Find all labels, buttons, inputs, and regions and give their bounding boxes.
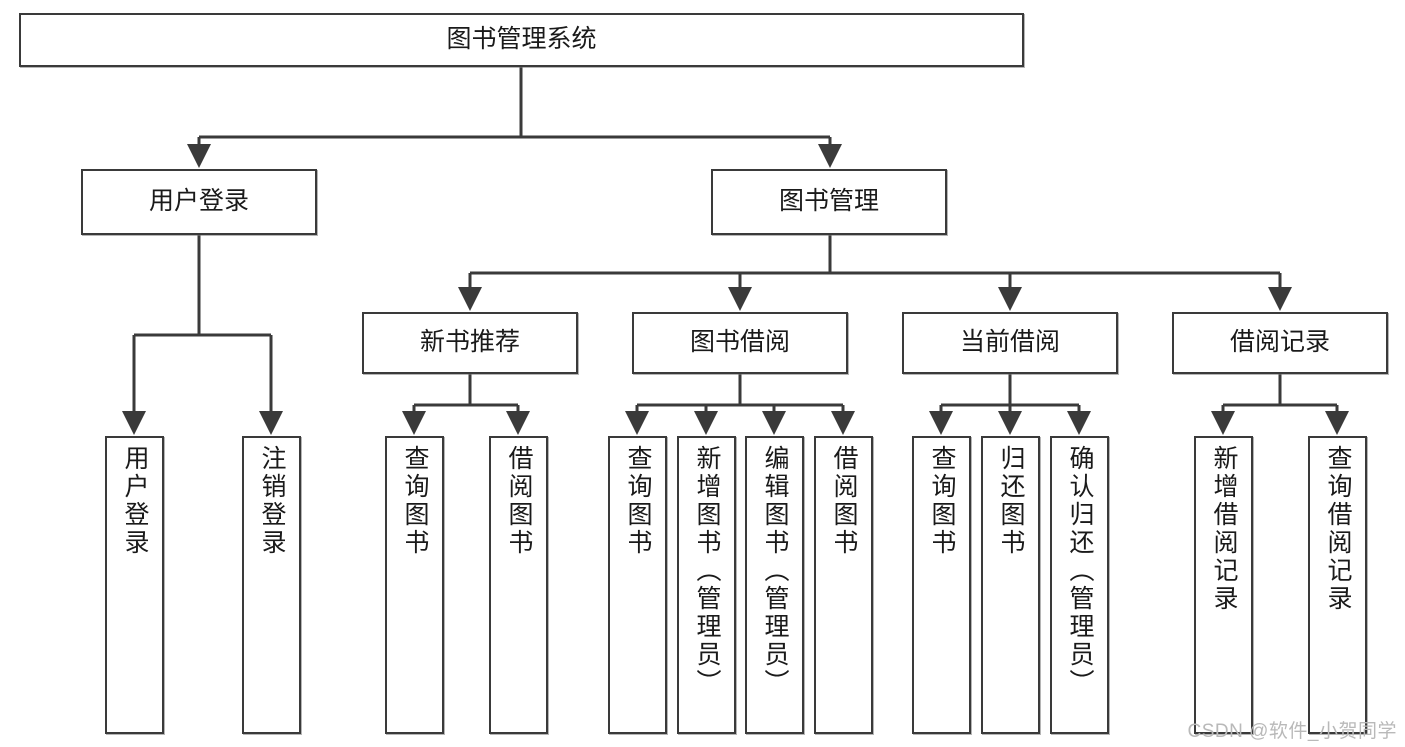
node-leaf-logout-login[interactable]: 注销登录 bbox=[242, 436, 301, 734]
node-leaf-query-book-1[interactable]: 查询图书 bbox=[385, 436, 444, 734]
node-borrow-record[interactable]: 借阅记录 bbox=[1172, 312, 1388, 374]
csdn-watermark: CSDN @软件_小贺同学 bbox=[1187, 721, 1397, 742]
node-book-manage[interactable]: 图书管理 bbox=[711, 169, 947, 235]
node-leaf-confirm-return[interactable]: 确认归还（管理员） bbox=[1050, 436, 1109, 734]
node-new-book-recommend-label: 新书推荐 bbox=[419, 328, 520, 357]
node-leaf-borrow-book-1[interactable]: 借阅图书 bbox=[489, 436, 548, 734]
node-leaf-query-record[interactable]: 查询借阅记录 bbox=[1308, 436, 1367, 734]
node-book-manage-label: 图书管理 bbox=[778, 187, 879, 216]
node-leaf-confirm-return-label: 确认归还（管理员） bbox=[1066, 445, 1094, 697]
node-borrow-record-label: 借阅记录 bbox=[1229, 328, 1330, 357]
node-leaf-edit-book-label: 编辑图书（管理员） bbox=[761, 445, 789, 697]
node-leaf-user-login-label: 用户登录 bbox=[121, 445, 149, 557]
node-leaf-add-record-label: 新增借阅记录 bbox=[1210, 445, 1238, 613]
node-book-borrow[interactable]: 图书借阅 bbox=[632, 312, 848, 374]
node-user-login-label: 用户登录 bbox=[148, 187, 249, 216]
node-leaf-borrow-book-2-label: 借阅图书 bbox=[830, 445, 858, 557]
node-leaf-edit-book[interactable]: 编辑图书（管理员） bbox=[745, 436, 804, 734]
node-leaf-borrow-book-2[interactable]: 借阅图书 bbox=[814, 436, 873, 734]
node-leaf-logout-login-label: 注销登录 bbox=[258, 445, 286, 557]
node-leaf-user-login[interactable]: 用户登录 bbox=[105, 436, 164, 734]
node-leaf-query-book-2[interactable]: 查询图书 bbox=[608, 436, 667, 734]
node-leaf-add-book-label: 新增图书（管理员） bbox=[693, 445, 721, 697]
node-leaf-add-book[interactable]: 新增图书（管理员） bbox=[677, 436, 736, 734]
node-book-borrow-label: 图书借阅 bbox=[689, 328, 790, 357]
node-root[interactable]: 图书管理系统 bbox=[19, 13, 1024, 67]
node-new-book-recommend[interactable]: 新书推荐 bbox=[362, 312, 578, 374]
node-leaf-query-book-2-label: 查询图书 bbox=[624, 445, 652, 557]
node-current-borrow[interactable]: 当前借阅 bbox=[902, 312, 1118, 374]
node-leaf-return-book[interactable]: 归还图书 bbox=[981, 436, 1040, 734]
node-leaf-add-record[interactable]: 新增借阅记录 bbox=[1194, 436, 1253, 734]
node-leaf-return-book-label: 归还图书 bbox=[997, 445, 1025, 557]
node-root-label: 图书管理系统 bbox=[446, 25, 597, 54]
node-leaf-query-book-1-label: 查询图书 bbox=[401, 445, 429, 557]
node-leaf-borrow-book-1-label: 借阅图书 bbox=[505, 445, 533, 557]
node-leaf-query-book-3-label: 查询图书 bbox=[928, 445, 956, 557]
node-current-borrow-label: 当前借阅 bbox=[959, 328, 1060, 357]
node-leaf-query-record-label: 查询借阅记录 bbox=[1324, 445, 1352, 613]
node-user-login[interactable]: 用户登录 bbox=[81, 169, 317, 235]
node-leaf-query-book-3[interactable]: 查询图书 bbox=[912, 436, 971, 734]
